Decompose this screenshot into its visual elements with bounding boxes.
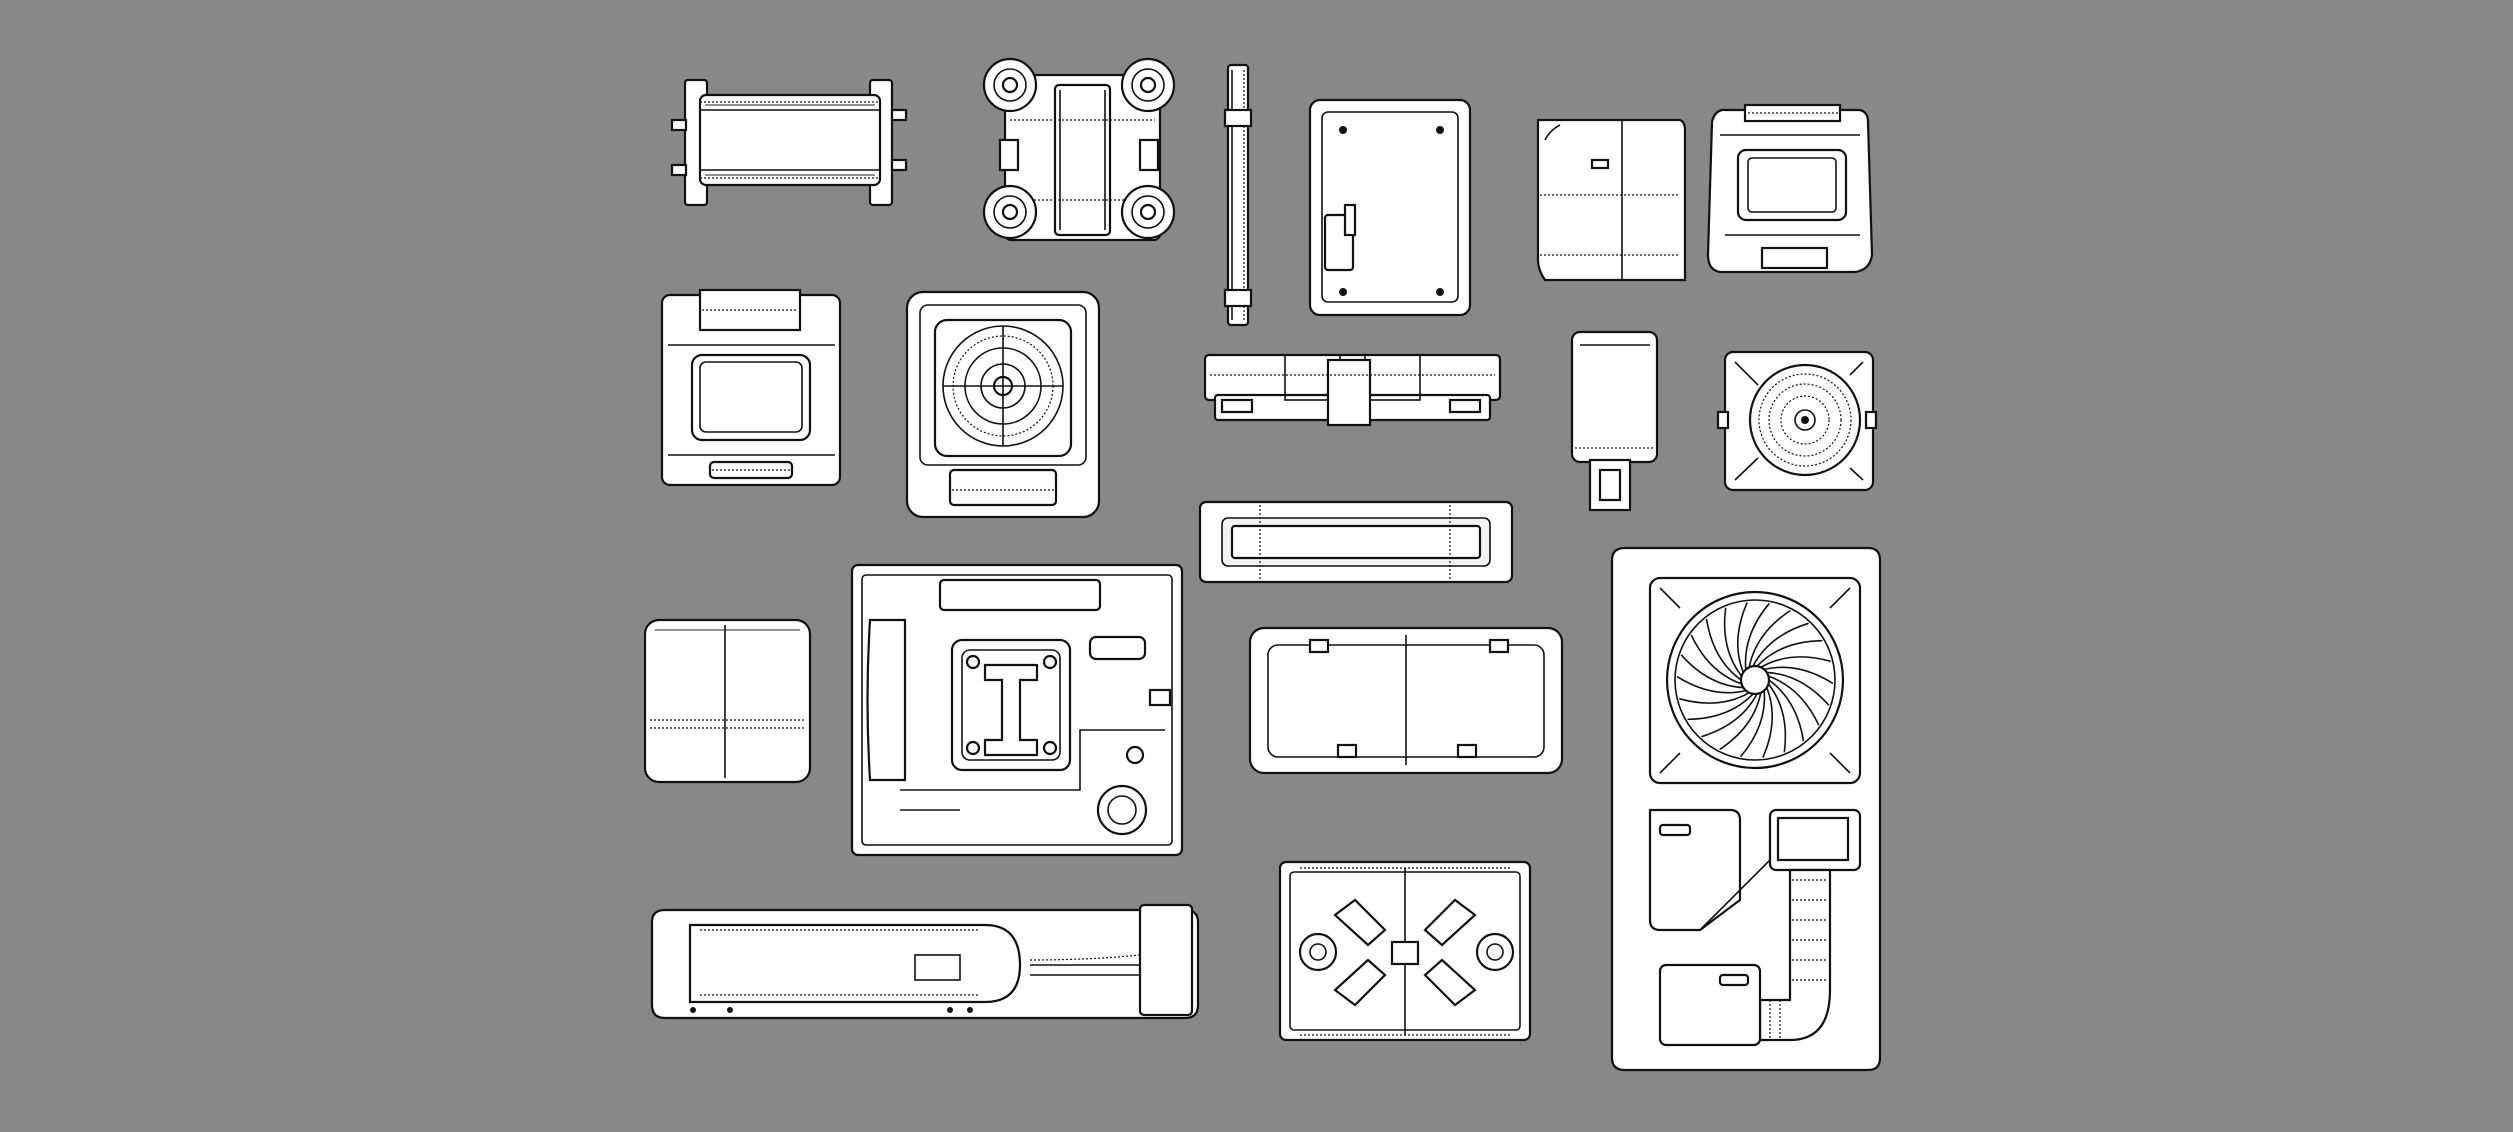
curved-block bbox=[1536, 118, 1687, 282]
cylinder-housing bbox=[670, 78, 908, 207]
fan-blade bbox=[1736, 602, 1748, 673]
thin-strut bbox=[1223, 63, 1253, 327]
inset-panel bbox=[1248, 626, 1564, 775]
wheeled-chassis bbox=[982, 57, 1176, 242]
hatch-panel bbox=[1308, 98, 1472, 317]
soft-block bbox=[643, 618, 812, 784]
fan-blade bbox=[1719, 692, 1762, 751]
fan-blade bbox=[1762, 687, 1774, 758]
fan-blade bbox=[1766, 671, 1830, 706]
fan-blade bbox=[1764, 666, 1834, 685]
fan-pipe-panel bbox=[1610, 546, 1882, 1072]
fan-blade bbox=[1767, 683, 1787, 753]
cross-vent-panel bbox=[1278, 860, 1532, 1042]
screen-module bbox=[1706, 103, 1874, 274]
fan-blades bbox=[1676, 602, 1834, 758]
turbine-panel bbox=[905, 290, 1101, 519]
terminal-module bbox=[660, 288, 842, 487]
frame-tray bbox=[1198, 500, 1514, 584]
fan-blade bbox=[1739, 690, 1766, 758]
round-vent-panel bbox=[1716, 350, 1878, 492]
fan-blade bbox=[1748, 609, 1791, 668]
fan-blade bbox=[1705, 618, 1742, 681]
fan-blade bbox=[1723, 607, 1743, 677]
tall-box bbox=[1570, 330, 1659, 512]
fan-blade bbox=[1752, 622, 1809, 667]
fan-blade bbox=[1760, 656, 1831, 668]
fan-blade bbox=[1768, 675, 1820, 726]
fan-blade bbox=[1756, 639, 1823, 667]
fan-blade bbox=[1679, 692, 1750, 704]
machinery-panel bbox=[850, 563, 1184, 857]
fan-blade bbox=[1687, 693, 1754, 721]
fan-blade bbox=[1701, 693, 1758, 738]
fan-blade bbox=[1768, 679, 1805, 742]
fan-blade bbox=[1680, 654, 1744, 689]
rail-bracket bbox=[1203, 353, 1502, 427]
tank-unit bbox=[650, 903, 1200, 1020]
fan-blade bbox=[1676, 675, 1746, 694]
fan-blade bbox=[1690, 634, 1742, 685]
fan-blade bbox=[1744, 602, 1771, 670]
